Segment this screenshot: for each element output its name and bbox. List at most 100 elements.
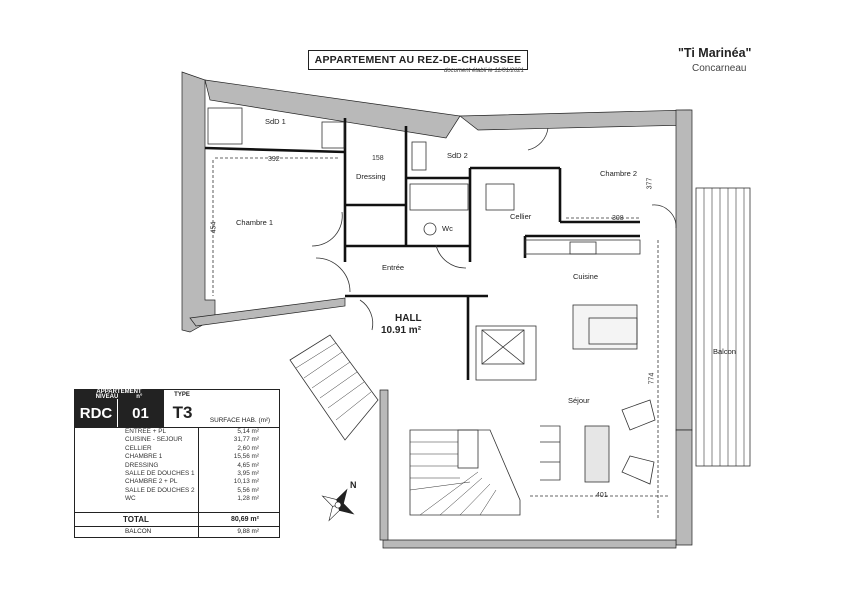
city-name: Concarneau [692,63,747,74]
brand-name: "Ti Marinéa" [678,46,752,60]
row-name: SALLE DE DOUCHES 2 [125,486,195,494]
armchair-1 [621,399,656,431]
room-label-sdb2: SdD 2 [447,151,468,160]
numero-value: 01 [117,399,163,427]
room-label-chambre2: Chambre 2 [600,169,638,178]
chambre1-door-swing [311,211,343,247]
type-value: T3 [163,399,201,427]
row-value: 15,56 m² [198,453,279,462]
sdb1-wall [204,146,346,154]
table-row-spacer [75,503,279,512]
room-label-dressing: Dressing [356,172,386,181]
room-label-sejour: Séjour [568,396,590,405]
table-balcon-row: BALCON 9,88 m² [75,526,279,537]
dimension-308: 308 [612,215,624,222]
room-label-sdb1: SdD 1 [265,117,286,126]
dining-table [572,304,638,350]
header-no: n° [136,393,143,400]
row-value: 5,56 m² [198,486,279,496]
bathtub-2 [409,183,469,211]
armchair-2 [621,455,655,485]
dimension-401: 401 [596,492,608,499]
entry-door-swing [315,257,351,293]
row-name: ENTREE + PL [125,428,167,435]
header-type: TYPE [163,390,200,399]
table-row: CHAMBRE 1 15,56 m² [75,453,279,462]
compass-north-label: N [350,480,357,490]
total-label: TOTAL [123,514,149,524]
north-wall-left [204,79,461,139]
window-door-swing [651,204,677,229]
north-wall-right [459,109,691,131]
elevator-cabin [481,329,525,365]
row-value: 10,13 m² [198,478,279,487]
row-name: SALLE DE DOUCHES 1 [125,469,195,477]
dimension-377: 377 [646,177,654,190]
table-ident-row: RDC 01 T3 SURFACE HAB. (m²) [75,399,279,427]
compass-rose [321,488,355,522]
washbasin-2 [411,141,427,171]
total-value: 80,69 m² [198,512,279,526]
table-rows: ENTREE + PL 5,14 m² CUISINE - SEJOUR 31,77… [75,427,279,512]
table-row: CUISINE - SEJOUR 31,77 m² [75,436,279,445]
row-value: 31,77 m² [198,436,279,445]
east-wall-lower [675,429,693,546]
row-value: 4,65 m² [198,461,279,470]
dimension-774: 774 [648,372,656,385]
washbasin-1 [321,121,345,149]
kitchen-hob [569,241,597,255]
table-row: ENTREE + PL 5,14 m² [75,428,279,437]
row-name: DRESSING [125,461,159,469]
room-label-wc: Wc [442,224,453,233]
header-appartement: APPARTEMENT [96,388,142,395]
surface-header: SURFACE HAB. (m²) [209,417,271,424]
sofa [540,425,561,481]
hall-door-swing [359,299,374,331]
cellier-shelves [485,183,515,211]
dimension-158: 158 [372,155,384,162]
west-wall [181,71,216,333]
table-row: DRESSING 4,65 m² [75,461,279,470]
dimension-392: 392 [268,156,280,163]
niveau-value: RDC [75,399,117,427]
east-wall [675,109,693,431]
room-label-entree: Entrée [382,263,405,272]
table-row: CHAMBRE 2 + PL 10,13 m² [75,478,279,487]
toilet [423,222,437,236]
entrance-steps [289,334,379,441]
room-label-hall: HALL 10.91 m² [381,313,422,337]
row-name: CUISINE - SEJOUR [125,436,183,444]
row-name: CHAMBRE 2 + PL [125,478,178,486]
plan-title: APPARTEMENT AU REZ-DE-CHAUSSEE [308,50,528,70]
room-label-cuisine: Cuisine [573,272,599,281]
stair-core [457,429,479,469]
row-value: 1,28 m² [198,495,279,504]
coffee-table [584,425,610,483]
balcon-label: BALCON [125,528,152,536]
chambre2-door-swing [527,127,549,151]
row-value: 5,14 m² [198,428,279,437]
bedroom-south-wall [189,297,346,327]
elevator-shaft [475,325,537,381]
row-name: CHAMBRE 1 [125,453,163,461]
south-wall [382,539,677,549]
dining-table-inner [588,317,638,345]
row-name: CELLIER [125,444,152,452]
room-label-balcon: Balcon [713,347,736,356]
wc-door-swing [435,244,467,269]
table-total-row: TOTAL 80,69 m² [75,511,279,527]
row-value: 3,95 m² [198,469,279,479]
header-spacer [200,390,279,399]
room-label-chambre1: Chambre 1 [236,218,274,227]
hall-area: 10.91 m² [381,325,422,336]
document-date: document établi le 11/01/2021 [444,68,524,74]
dimension-454: 454 [210,221,218,234]
